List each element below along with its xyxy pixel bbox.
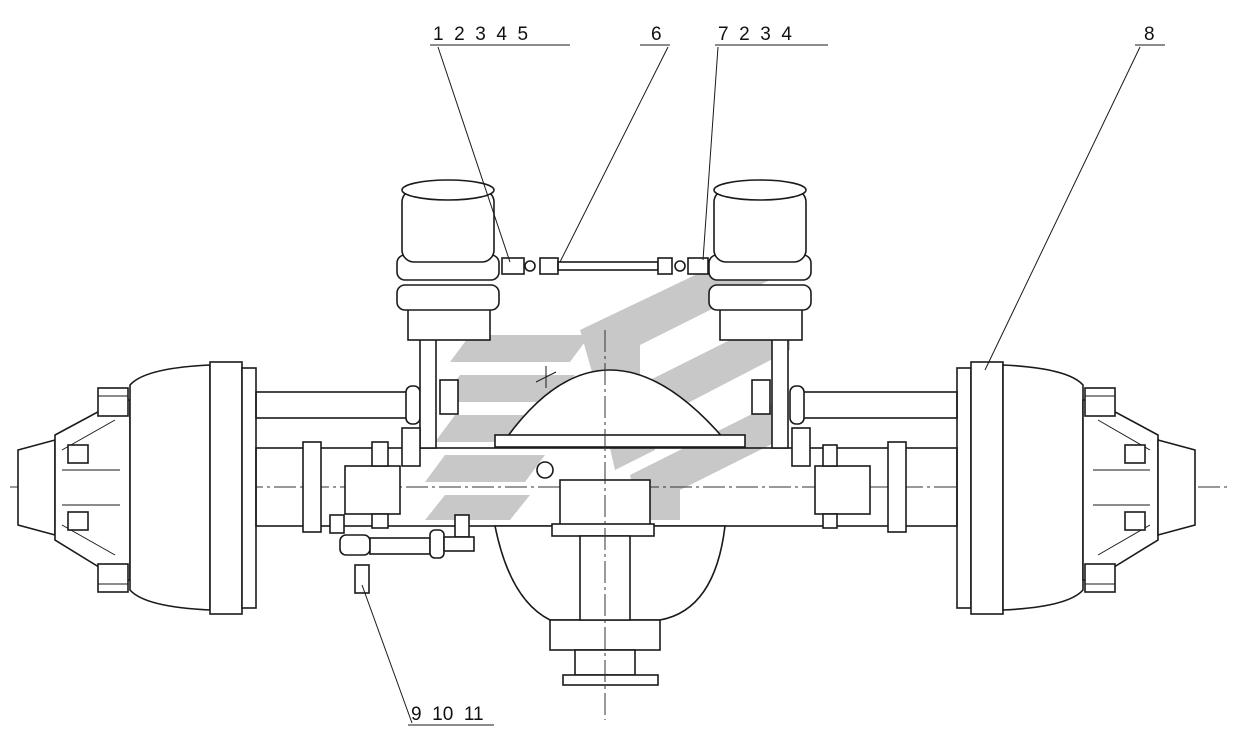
chamber-brackets	[401, 337, 811, 467]
callout-group-c: 9 10 11	[411, 704, 484, 725]
left-hub	[17, 387, 131, 593]
callout-group-b: 7 2 3 4	[718, 24, 792, 45]
axle-housing	[255, 441, 958, 533]
differential-housing	[494, 330, 746, 720]
callout-item-6: 6	[651, 24, 662, 45]
leader-lines	[361, 44, 1165, 726]
right-brake-drum	[956, 361, 1084, 615]
camshaft-tubes	[255, 385, 958, 425]
right-hub	[1082, 387, 1196, 593]
right-brake-chamber	[708, 179, 812, 341]
air-hose	[501, 257, 709, 275]
callout-item-8: 8	[1144, 24, 1155, 45]
left-brake-drum	[129, 361, 257, 615]
sensor-assembly	[329, 514, 475, 594]
callout-group-a: 1 2 3 4 5	[433, 24, 528, 45]
left-brake-chamber	[396, 179, 500, 341]
